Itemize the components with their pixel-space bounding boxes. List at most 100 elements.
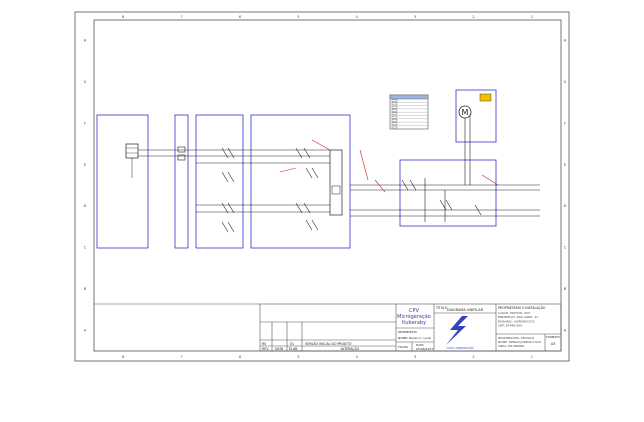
column-label: 4 bbox=[356, 355, 359, 359]
column-label: 2 bbox=[472, 15, 474, 19]
tech-line: NOME: RENAN JORDAO LUCK bbox=[498, 340, 542, 344]
owner-line: ROSARIO: ALTRAPOCICO bbox=[498, 319, 535, 323]
row-label: H bbox=[564, 39, 567, 43]
panel-dc-protection bbox=[195, 114, 244, 249]
column-label: 1 bbox=[531, 15, 533, 19]
format-value: A3 bbox=[551, 342, 556, 346]
legend-symbol bbox=[391, 109, 398, 112]
column-label: 4 bbox=[356, 15, 359, 19]
red-annotations bbox=[279, 139, 499, 193]
revision-date: 01 bbox=[290, 342, 294, 346]
designer-label: DESENHISTA bbox=[398, 330, 418, 334]
inverter-symbol bbox=[331, 185, 341, 195]
legend-symbol bbox=[391, 112, 398, 115]
panel-ac-distribution bbox=[399, 159, 497, 227]
column-label: 1 bbox=[531, 355, 533, 359]
column-label: 8 bbox=[122, 355, 124, 359]
column-label: 6 bbox=[239, 15, 241, 19]
string-fuses bbox=[177, 146, 186, 161]
row-labels-left: H G F E D C B A bbox=[84, 39, 87, 333]
row-label: C bbox=[564, 246, 567, 250]
column-label: 3 bbox=[414, 15, 416, 19]
sheet-label: FOLHA bbox=[398, 345, 409, 349]
owner-line: ENDEREÇO: RUA AGRE, 11 bbox=[498, 315, 538, 319]
inner-border bbox=[93, 19, 562, 352]
warning-plate bbox=[479, 93, 492, 102]
row-label: H bbox=[84, 39, 87, 43]
date-label: DATA bbox=[416, 343, 425, 347]
legend-symbol bbox=[391, 102, 398, 106]
panel-pv-array bbox=[96, 114, 149, 249]
inverter-switches bbox=[295, 147, 319, 231]
row-label: A bbox=[84, 328, 87, 332]
legend-symbol bbox=[391, 106, 398, 109]
tech-line: RESPONSÁVEL TÉCNICO bbox=[498, 335, 535, 340]
panel-inverter bbox=[250, 114, 351, 249]
owner-line: CEP: 87449-000 bbox=[498, 324, 522, 328]
pv-module-symbol bbox=[125, 143, 139, 178]
inverter-block bbox=[329, 149, 343, 216]
legend-symbol bbox=[391, 115, 398, 119]
legend-symbol bbox=[391, 119, 398, 122]
column-label: 2 bbox=[472, 355, 474, 359]
owner-line: LUGAR: MOTIVO: XXX bbox=[498, 311, 530, 315]
revision-description: VERSÃO INICIAL DO PROJETO bbox=[305, 341, 352, 346]
designer-name: NOME: Renan C. Lucki bbox=[398, 336, 431, 340]
row-label: F bbox=[564, 121, 566, 125]
logo-text: LUCKY CONSTRUÇÃO bbox=[446, 345, 473, 350]
column-label: 5 bbox=[297, 355, 299, 359]
row-label: G bbox=[564, 80, 567, 84]
column-labels-bottom: 8 7 6 5 4 3 2 1 bbox=[122, 355, 533, 359]
company-line-2: Microgeração bbox=[397, 314, 431, 320]
legend-symbol bbox=[391, 99, 398, 102]
drawing-title: DIAGRAMA UNIFILAR bbox=[447, 308, 484, 312]
meter-letter: M bbox=[462, 108, 469, 117]
company-logo: LUCKY CONSTRUÇÃO bbox=[446, 316, 474, 350]
outer-border bbox=[74, 11, 570, 362]
dc-breakers bbox=[221, 147, 235, 233]
revision-header-rev: REV. bbox=[262, 347, 269, 351]
legend-symbol bbox=[391, 122, 398, 125]
row-label: B bbox=[564, 287, 567, 291]
column-labels-top: 8 7 6 5 4 3 2 1 bbox=[122, 15, 533, 19]
row-label: F bbox=[84, 121, 86, 125]
row-label: C bbox=[84, 246, 87, 250]
column-label: 5 bbox=[297, 15, 299, 19]
row-labels-right: H G F E D C B A bbox=[564, 39, 567, 333]
panel-string-box bbox=[174, 114, 189, 249]
title-block-grid bbox=[259, 303, 562, 352]
tech-line: CREA: PR-380000 bbox=[498, 344, 524, 348]
company-line-1: CPV bbox=[409, 308, 420, 314]
row-label: D bbox=[564, 204, 567, 208]
panel-meter bbox=[455, 89, 497, 143]
column-label: 7 bbox=[180, 15, 182, 19]
revision-header-date: DATA bbox=[275, 347, 284, 351]
row-label: E bbox=[84, 163, 86, 167]
drawing-title-label: TÍTULO bbox=[435, 305, 448, 310]
row-label: B bbox=[84, 287, 87, 291]
legend-symbol bbox=[391, 125, 398, 129]
revision-header-desc: ALTERAÇÃO bbox=[341, 346, 360, 351]
row-label: A bbox=[564, 328, 567, 332]
column-label: 7 bbox=[180, 355, 182, 359]
column-label: 3 bbox=[414, 355, 416, 359]
revision-header-elab: ELAB. bbox=[289, 347, 298, 351]
ac-breakers bbox=[401, 179, 482, 216]
main-wiring bbox=[138, 115, 540, 222]
component-legend bbox=[389, 94, 429, 130]
company-line-3: Ituberaby bbox=[402, 320, 426, 326]
meter-symbol bbox=[458, 105, 472, 119]
column-label: 8 bbox=[122, 15, 124, 19]
owner-header: PROPRIETÁRIO E INSTALAÇÃO bbox=[498, 305, 546, 310]
column-label: 6 bbox=[239, 355, 241, 359]
row-label: D bbox=[84, 204, 87, 208]
row-label: E bbox=[564, 163, 566, 167]
row-label: G bbox=[84, 80, 87, 84]
format-label: FORMATO bbox=[546, 335, 561, 339]
revision-number: R0 bbox=[262, 342, 266, 346]
date-value: 05/06/2017 bbox=[416, 347, 433, 351]
